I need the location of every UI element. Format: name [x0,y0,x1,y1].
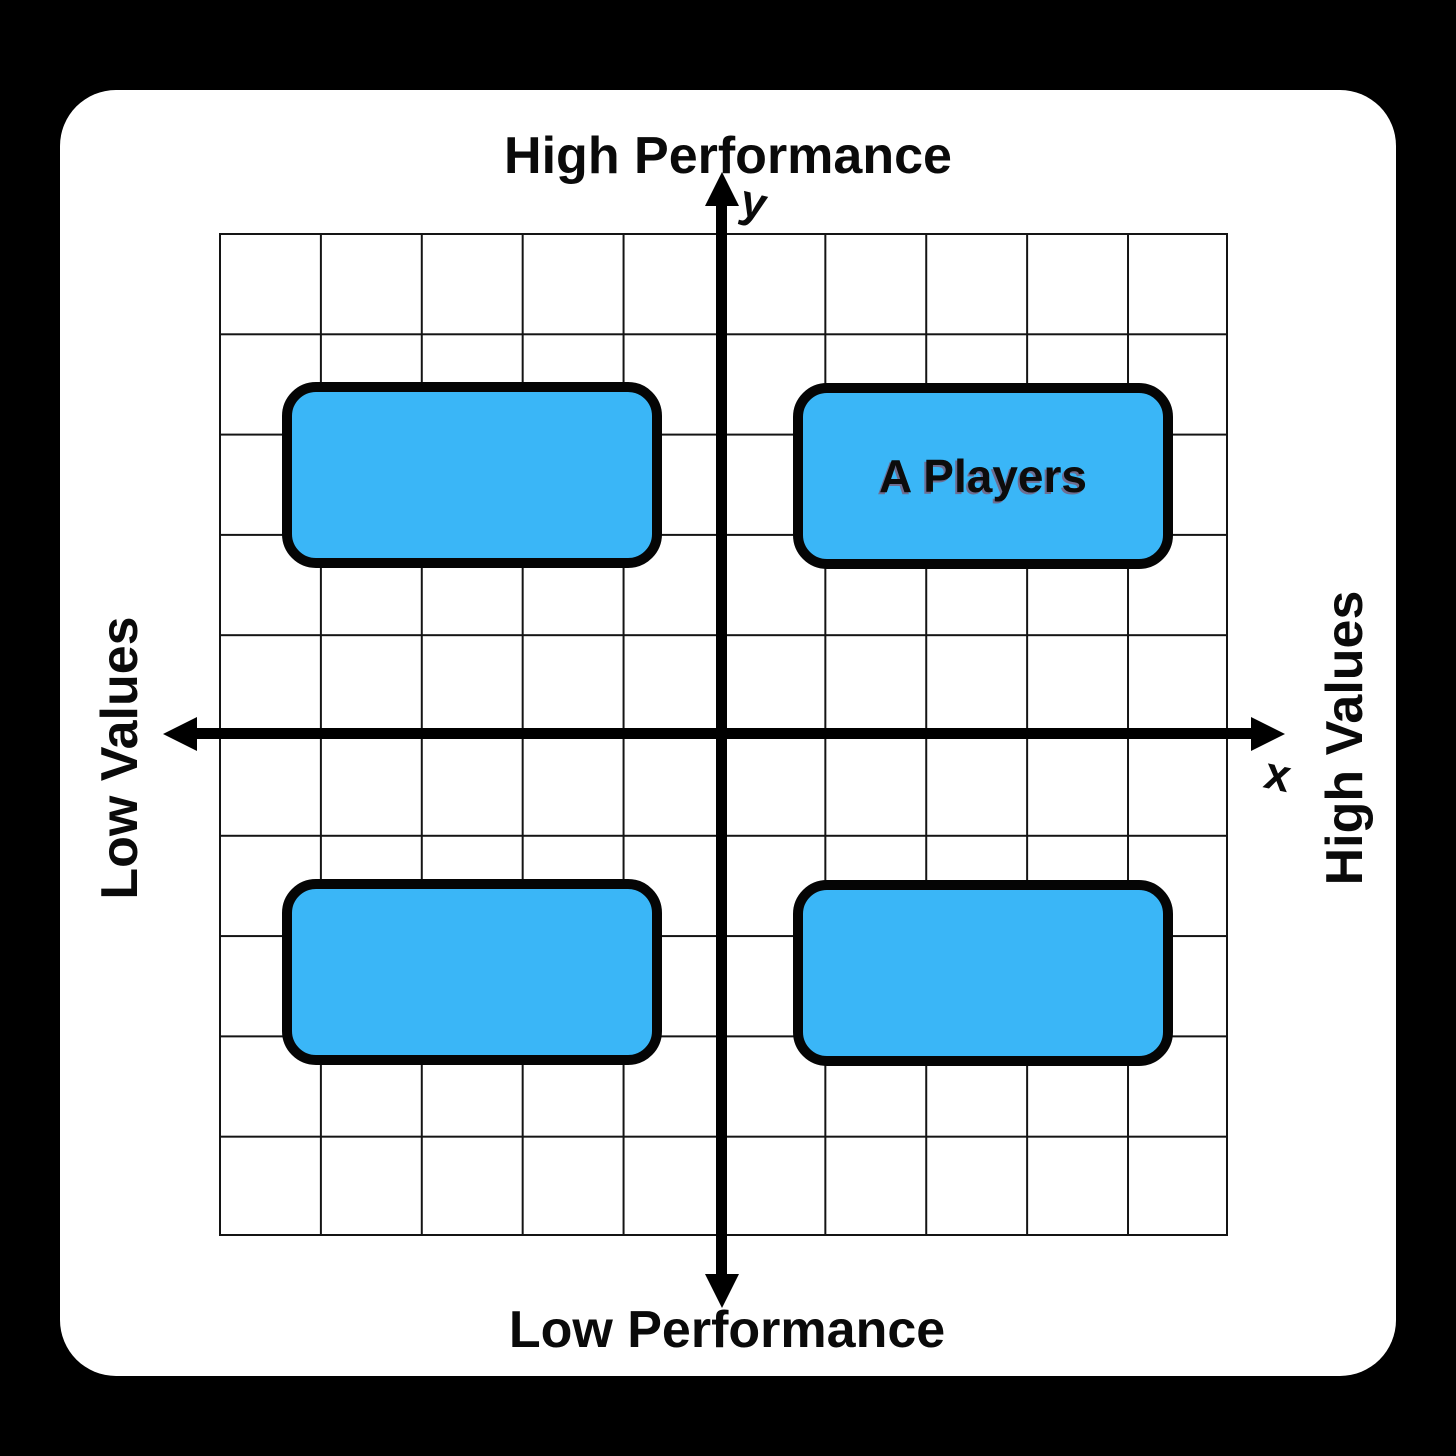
arrow-up-icon [705,172,739,206]
quadrant-box-top-right: A Players [793,383,1173,569]
quadrant-box-bottom-right [793,880,1173,1066]
left-axis-label: Low Values [91,616,149,900]
quadrant-box-bottom-left [282,879,662,1065]
right-axis-label: High Values [1316,590,1374,886]
top-axis-label: High Performance [504,127,952,185]
arrow-right-icon [1251,717,1285,751]
bottom-axis-label: Low Performance [508,1301,946,1359]
diagram-sheet: High Performance Low Performance Low Val… [60,90,1396,1376]
arrow-left-icon [163,717,197,751]
quadrant-label-a-players: A Players [879,450,1087,502]
arrow-down-icon [705,1274,739,1308]
x-axis-line [192,728,1254,739]
y-axis-line [716,200,727,1278]
x-axis-symbol: x [1260,745,1296,803]
quadrant-box-top-left [282,382,662,568]
